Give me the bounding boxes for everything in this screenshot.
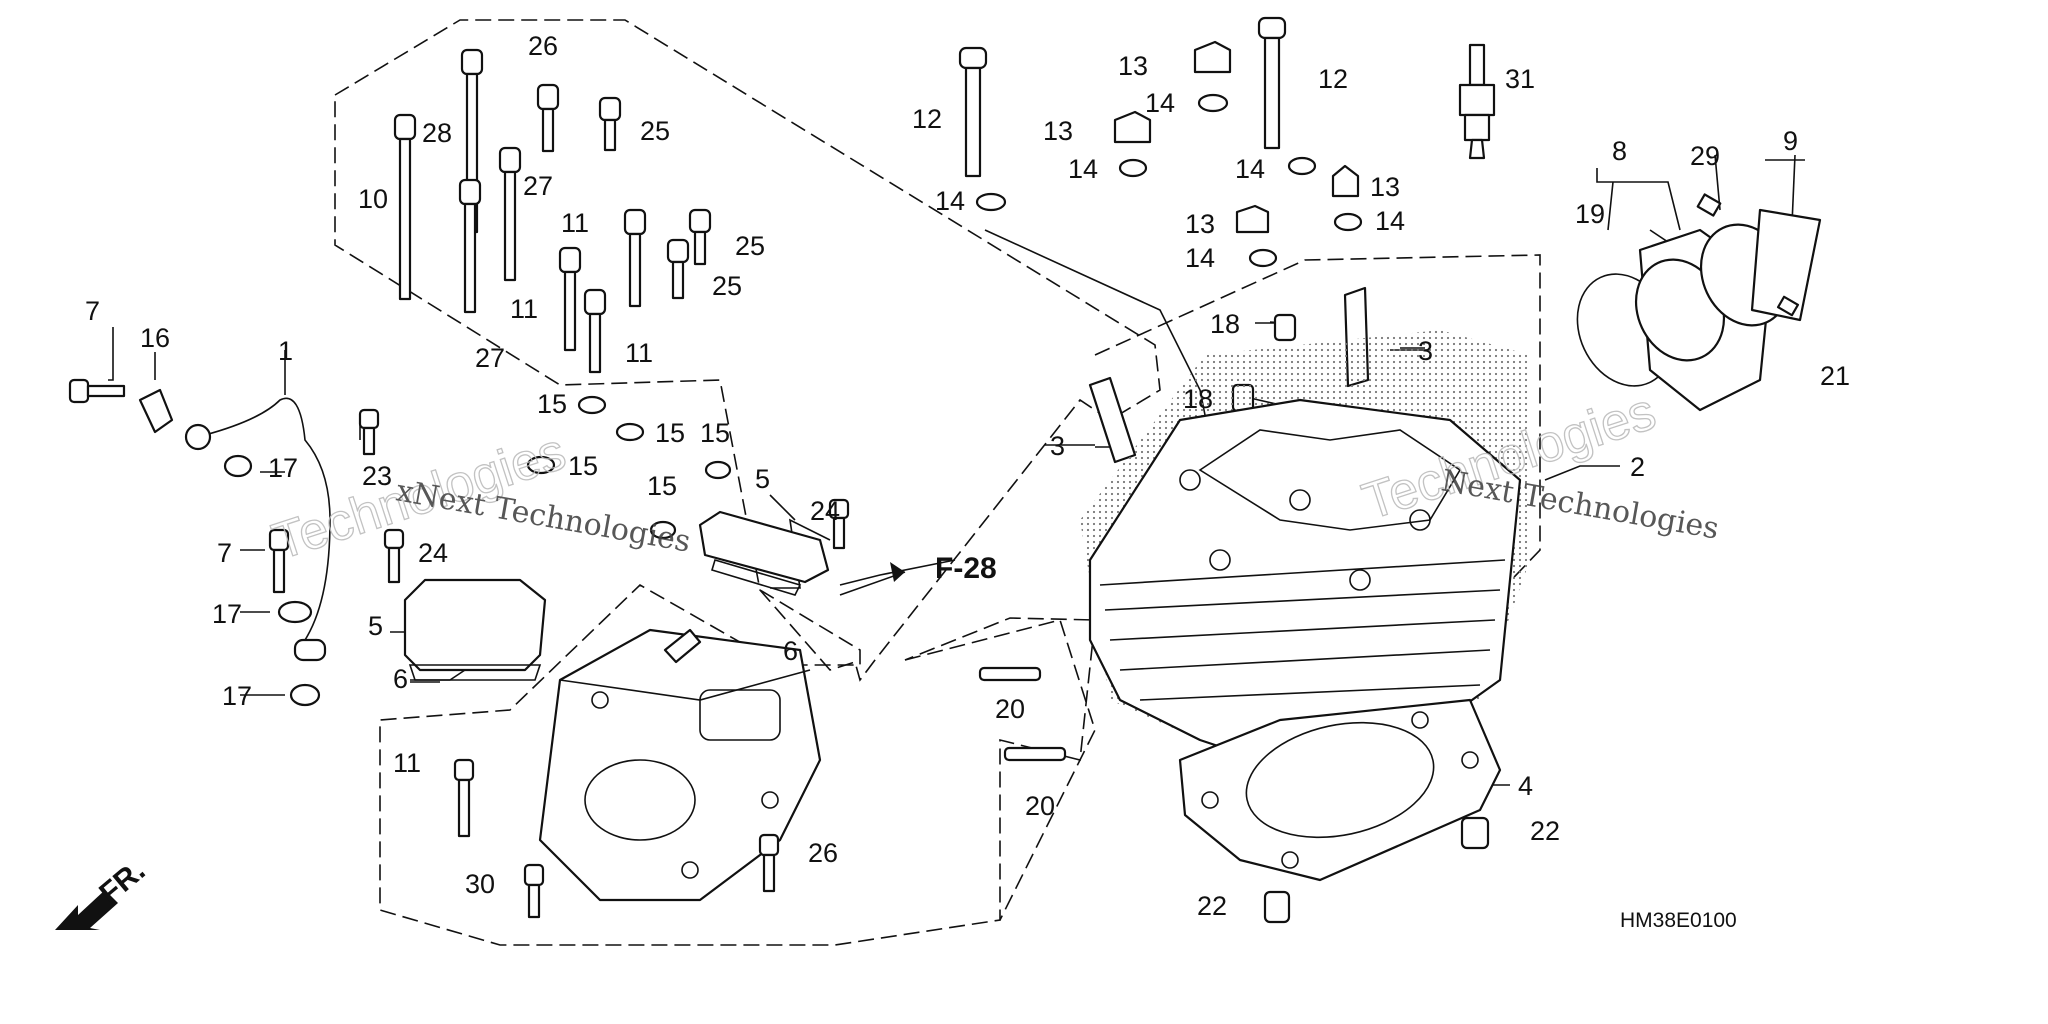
callout-15e: 15 [647,471,677,501]
callout-25a: 25 [640,116,670,146]
callout-13d: 13 [1185,209,1215,239]
callout-19: 19 [1575,199,1605,229]
intake-pipe-assembly [1576,193,1822,412]
callout-5b: 5 [368,611,383,641]
callout-17b: 17 [212,599,242,629]
callout-18a: 18 [1210,309,1240,339]
callout-26a: 26 [528,31,558,61]
callout-15a: 15 [537,389,567,419]
callout-7b: 7 [217,538,232,568]
callout-24b: 24 [418,538,448,568]
callout-27a: 27 [523,171,553,201]
callout-13a: 13 [1118,51,1148,81]
callout-11d: 11 [393,748,421,778]
callout-23: 23 [362,461,392,491]
callout-22a: 22 [1530,816,1560,846]
callout-10: 10 [358,184,388,214]
callout-14c: 14 [1235,154,1265,184]
bolts-group [68,48,850,919]
valve-cover-left [403,578,547,681]
callout-18b: 18 [1183,384,1213,414]
callout-28: 28 [422,118,452,148]
callout-12b: 12 [1318,64,1348,94]
callout-13b: 13 [1043,116,1073,146]
callout-11b: 11 [510,294,538,324]
callout-16: 16 [140,323,170,353]
callout-14b: 14 [1068,154,1098,184]
callout-25b: 25 [735,231,765,261]
callout-14f: 14 [1185,243,1215,273]
reference-f28: F-28 [935,552,997,585]
callout-11a: 11 [561,208,589,238]
bolt-12-right [1257,16,1287,150]
callout-7a: 7 [85,296,100,326]
callout-5a: 5 [755,464,770,494]
studs-20 [978,666,1067,762]
front-direction-arrow [55,890,118,930]
callout-15b: 15 [655,418,685,448]
oil-pipe [184,397,331,662]
callout-20b: 20 [1025,791,1055,821]
callout-26b: 26 [808,838,838,868]
callout-9: 9 [1783,126,1798,156]
bolt-group-outline [334,19,1161,682]
camshaft-holder [538,628,822,902]
dowels-22 [1263,816,1490,924]
callout-25c: 25 [712,271,742,301]
callout-3a: 3 [1418,336,1433,366]
callout-3b: 3 [1050,431,1065,461]
callout-14d: 14 [935,186,965,216]
washers-15-17 [138,388,732,707]
callout-20a: 20 [995,694,1025,724]
callout-11c: 11 [625,338,653,368]
bolt-12-left [958,46,988,178]
callout-14e: 14 [1375,206,1405,236]
callout-2: 2 [1630,452,1645,482]
callout-14a: 14 [1145,88,1175,118]
callout-6a: 6 [783,636,798,666]
cap-nuts-13 [1113,40,1360,234]
callout-17a: 17 [268,453,298,483]
callout-22b: 22 [1197,891,1227,921]
head-gasket [1178,698,1502,882]
spark-plug [1458,43,1496,160]
callout-6b: 6 [393,664,408,694]
rocker-group-outline [379,584,1096,946]
drawing-code: HM38E0100 [1620,909,1737,932]
callout-1: 1 [278,336,293,366]
valve-cover-right [698,510,830,596]
callout-12a: 12 [912,104,942,134]
callout-15c: 15 [700,418,730,448]
callout-17c: 17 [222,681,252,711]
gasket-group-outline [904,619,1096,921]
callout-labels: 1 2 3 3 4 5 5 6 6 7 7 8 9 10 11 11 11 11… [85,31,1850,921]
callout-29: 29 [1690,141,1720,171]
washers-14 [975,93,1363,268]
callout-27b: 27 [475,343,505,373]
callout-30: 30 [465,869,495,899]
callout-8: 8 [1612,136,1627,166]
cylinder-head [1080,330,1530,762]
callout-21: 21 [1820,361,1850,391]
callout-31: 31 [1505,64,1535,94]
callout-13c: 13 [1370,172,1400,202]
callout-24a: 24 [810,496,840,526]
reference-arrow [839,562,906,596]
callout-15d: 15 [568,451,598,481]
callout-4: 4 [1518,771,1533,801]
